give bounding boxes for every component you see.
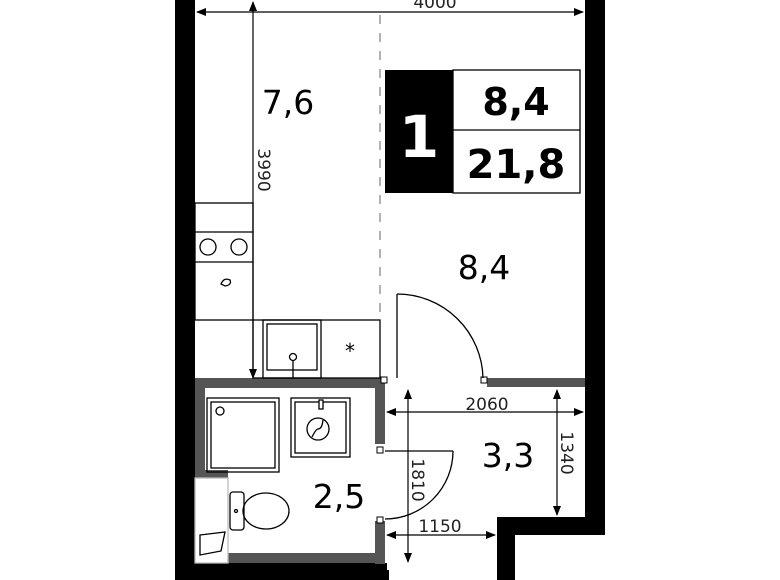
drop-icon	[220, 278, 232, 287]
dim-hall-width: 2060	[465, 395, 508, 415]
kitchen-area: 7,6	[262, 83, 314, 122]
rooms-count: 1	[399, 103, 439, 171]
doors	[384, 293, 484, 520]
dim-hall-depth: 1340	[556, 431, 576, 474]
bathroom-fixtures	[194, 397, 351, 564]
faucet-icon	[288, 352, 298, 362]
partition-walls	[195, 378, 585, 564]
living-area-value: 8,4	[482, 80, 549, 124]
fridge-icon: *	[345, 339, 355, 363]
washing-machine	[290, 397, 351, 458]
sink-corner	[199, 531, 226, 556]
living-room-area: 8,4	[458, 248, 510, 287]
apartment-info-badge: 1 8,4 21,8	[385, 69, 581, 194]
kitchen-furniture	[194, 202, 381, 379]
hall-area: 3,3	[482, 436, 534, 475]
outer-walls	[175, 0, 605, 580]
stove-burner-icon	[230, 238, 248, 256]
toilet	[229, 491, 245, 531]
bathroom-area: 2,5	[313, 477, 365, 516]
dim-kitchen-length: 3990	[253, 148, 273, 191]
shower-tray	[206, 397, 280, 473]
dim-bath-length: 1810	[407, 458, 427, 501]
dim-top-width: 4000	[413, 0, 456, 13]
total-area-value: 21,8	[467, 142, 566, 188]
stove-burner-icon	[199, 238, 217, 256]
dim-entrance-width: 1150	[418, 517, 461, 537]
